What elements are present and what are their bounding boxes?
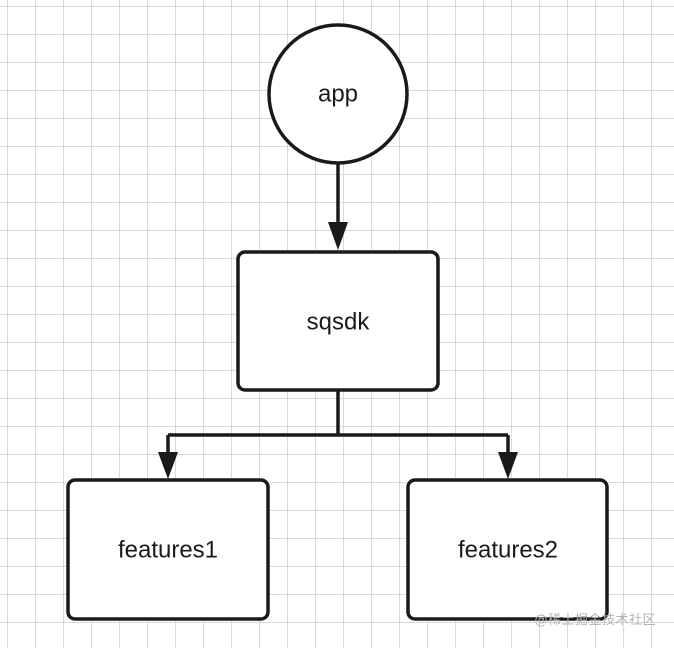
- watermark: @稀土掘金技术社区: [534, 613, 656, 628]
- arrowhead-sqsdk: [328, 222, 348, 250]
- node-features2: features2: [406, 478, 609, 621]
- node-features2-label: features2: [458, 536, 558, 563]
- node-app: app: [267, 23, 409, 165]
- node-features1-shape: [66, 478, 270, 621]
- node-features1: features1: [66, 478, 270, 621]
- node-features1-label: features1: [118, 536, 218, 563]
- node-sqsdk-shape: [236, 250, 440, 392]
- node-app-label: app: [318, 80, 358, 107]
- node-app-shape: [267, 23, 409, 165]
- arrowhead-features2: [498, 452, 518, 479]
- edge-sqsdk-to-features: [166, 391, 510, 454]
- node-features2-shape: [406, 478, 609, 621]
- node-sqsdk-label: sqsdk: [307, 308, 371, 335]
- node-sqsdk: sqsdk: [236, 250, 440, 392]
- arrowhead-features1: [158, 452, 178, 479]
